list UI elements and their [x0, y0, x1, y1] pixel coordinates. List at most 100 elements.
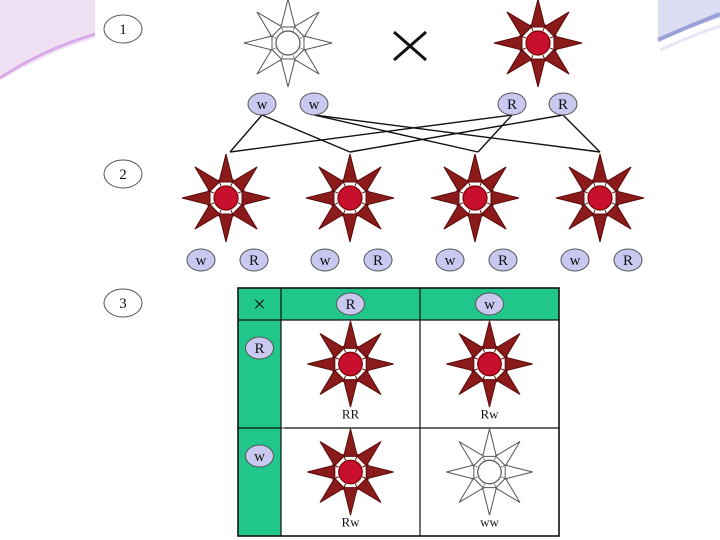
- allele-badge: w: [299, 92, 329, 116]
- flower-spike: [230, 209, 235, 217]
- flower-spike: [362, 464, 369, 468]
- flower-spike: [331, 189, 339, 194]
- flower-petal: [318, 166, 345, 193]
- flower-petal: [458, 441, 485, 467]
- flower-spike: [332, 464, 339, 468]
- allele-label: w: [570, 253, 581, 269]
- flower-petal: [303, 35, 333, 51]
- flower-petal: [218, 213, 234, 243]
- inheritance-line: [229, 114, 513, 153]
- flower-petal: [243, 35, 273, 51]
- allele-badge: R: [363, 248, 393, 272]
- flower-petal: [256, 11, 283, 38]
- flower-petal: [504, 464, 533, 480]
- flower-center: [275, 30, 301, 56]
- flower-spike: [542, 24, 547, 32]
- flower-petal: [355, 369, 382, 395]
- flower-spike: [354, 179, 359, 187]
- allele-badge: w: [247, 92, 277, 116]
- flower-spike: [207, 189, 215, 194]
- flower-spike: [292, 54, 297, 62]
- flower-petal: [480, 166, 507, 193]
- flower-center: [477, 351, 502, 377]
- allele-badge: w: [560, 248, 590, 272]
- flower-spike: [361, 202, 369, 207]
- punnett-column-allele: R: [336, 292, 365, 316]
- flower-spike: [471, 356, 478, 360]
- punnett-corner-symbol: ×: [253, 292, 265, 317]
- punnett-cell-genotype: RR: [342, 407, 360, 422]
- punnett-column-allele: w: [475, 292, 504, 316]
- flower-petal: [467, 213, 483, 243]
- allele-badge: R: [488, 248, 518, 272]
- allele-label: R: [249, 253, 259, 269]
- flower-petal: [307, 464, 336, 480]
- flower-center: [338, 351, 363, 377]
- punnett-header-row: [238, 288, 559, 320]
- flower-center: [587, 185, 613, 211]
- flower-petal: [481, 320, 498, 349]
- flower-spike: [591, 179, 596, 187]
- flower-petal: [365, 190, 395, 206]
- flower-center: [338, 459, 363, 485]
- allele-oval: [336, 292, 365, 316]
- flower-petal: [293, 48, 320, 75]
- flower-spike: [519, 47, 527, 52]
- flower-petal: [342, 428, 359, 457]
- flower-spike: [341, 209, 346, 217]
- flower-petal: [530, 0, 546, 28]
- flower-petal: [458, 333, 485, 359]
- flower-spike: [604, 179, 609, 187]
- flower-spike: [493, 453, 498, 461]
- punnett-row-allele: R: [245, 336, 274, 360]
- flower-petal: [280, 0, 296, 28]
- flower-spike: [549, 34, 557, 39]
- flower-petal: [355, 333, 382, 359]
- parent-flower-white: [243, 0, 333, 88]
- flower-petal: [530, 58, 546, 88]
- step-marker: 3: [103, 288, 143, 318]
- flower-petal: [493, 35, 523, 51]
- flower-spike: [362, 356, 369, 360]
- allele-oval: [488, 248, 518, 272]
- flower-petal: [480, 203, 507, 230]
- flower-spike: [269, 34, 277, 39]
- allele-badge: w: [310, 248, 340, 272]
- flower-spike: [237, 202, 245, 207]
- allele-oval: [186, 248, 216, 272]
- flower-spike: [279, 54, 284, 62]
- flower-petal: [307, 356, 336, 372]
- inheritance-line: [349, 114, 564, 153]
- flower-spike: [549, 47, 557, 52]
- flower-spike: [354, 209, 359, 217]
- flower-petal: [342, 379, 359, 408]
- flower-petal: [494, 441, 521, 467]
- allele-label: R: [558, 97, 568, 113]
- allele-label: R: [507, 97, 517, 113]
- flower-spike: [456, 202, 464, 207]
- flower-petal: [553, 35, 583, 51]
- flower-petal: [494, 477, 521, 503]
- slide-band-decoration: [658, 0, 720, 40]
- flower-spike: [230, 179, 235, 187]
- slide-corner-decoration: [0, 0, 95, 80]
- step-oval: [103, 14, 143, 44]
- flower-spike: [519, 34, 527, 39]
- allele-oval: [497, 92, 527, 116]
- flower-spike: [332, 356, 339, 360]
- allele-label: w: [254, 449, 265, 465]
- flower-spike: [456, 189, 464, 194]
- flower-petal: [605, 203, 632, 230]
- flower-spike: [362, 476, 369, 480]
- flower-petal: [506, 48, 533, 75]
- flower-petal: [318, 203, 345, 230]
- flower-petal: [481, 379, 498, 408]
- flower-petal: [319, 441, 346, 467]
- allele-oval: [310, 248, 340, 272]
- flower-spike: [342, 345, 347, 353]
- flower-spike: [501, 464, 508, 468]
- allele-label: R: [623, 253, 633, 269]
- flower-center: [213, 185, 239, 211]
- flower-spike: [292, 24, 297, 32]
- flower-spike: [591, 209, 596, 217]
